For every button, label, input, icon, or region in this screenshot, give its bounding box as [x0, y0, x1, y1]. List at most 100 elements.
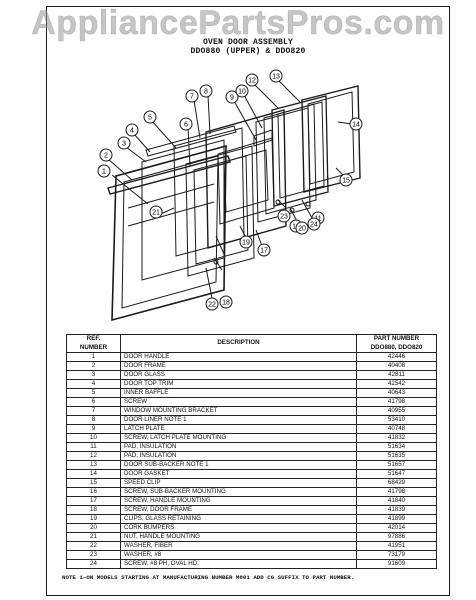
- callout-label: 23: [280, 213, 288, 220]
- ref-number-cell: 6: [66, 397, 121, 407]
- callout-circle: [179, 117, 193, 131]
- col-header-ref-line1: REF.: [86, 335, 101, 343]
- description-cell: DOOR SUB-BACKER NOTE 1: [120, 460, 357, 470]
- description-cell: SCREW, HANDLE MOUNTING: [120, 496, 357, 506]
- part-number-cell: 40748: [356, 424, 437, 434]
- callout-19: 19: [239, 235, 253, 249]
- page-subtitle: DDO880 (UPPER) & DDO820: [190, 47, 306, 56]
- callout-8: 8: [199, 84, 213, 98]
- callout-2: 2: [99, 148, 113, 162]
- ref-number-cell: 19: [66, 514, 121, 524]
- part-number-cell: 41840: [356, 496, 437, 506]
- callout-6: 6: [179, 117, 193, 131]
- callout-label: 17: [260, 247, 268, 254]
- description-cell: WASHER, #8: [120, 550, 357, 560]
- callout-circle: [269, 69, 283, 83]
- sub-backer-drawing: [271, 95, 329, 207]
- description-cell: SCREW, LATCH PLATE MOUNTING: [120, 433, 357, 443]
- callout-1: 1: [97, 164, 111, 178]
- ref-number-cell: 11: [66, 442, 121, 452]
- description-cell: SCREW, #8 PH, OVAL HD.: [120, 559, 357, 569]
- parts-table: REF. NUMBER DESCRIPTION PART NUMBER DDO8…: [66, 334, 437, 569]
- part-number-cell: 51647: [356, 469, 437, 479]
- part-number-cell: 51635: [356, 451, 437, 461]
- callout-12: 12: [245, 73, 259, 87]
- part-number-cell: 41798: [356, 397, 437, 407]
- ref-number-cell: 7: [66, 406, 121, 416]
- callout-label: 22: [208, 301, 216, 308]
- callout-circle: [257, 243, 271, 257]
- ref-number-cell: 1: [66, 352, 121, 362]
- part-number-cell: 41832: [356, 433, 437, 443]
- callout-label: 21: [152, 209, 160, 216]
- description-cell: CLIPS, GLASS RETAINING: [120, 514, 357, 524]
- callout-22: 22: [205, 297, 219, 311]
- description-cell: DOOR GASKET: [120, 469, 357, 479]
- ref-number-cell: 17: [66, 496, 121, 506]
- part-number-cell: 73179: [356, 550, 437, 560]
- part-number-cell: 42811: [356, 370, 437, 380]
- part-number-cell: 42014: [356, 523, 437, 533]
- col-header-part: PART NUMBER DDO880, DDO820: [356, 334, 437, 353]
- part-number-cell: 68429: [356, 478, 437, 488]
- door-gasket-drawing: [301, 85, 361, 193]
- callout-circle: [245, 73, 259, 87]
- callout-24: 24: [307, 217, 321, 231]
- ref-number-cell: 5: [66, 388, 121, 398]
- ref-number-cell: 22: [66, 541, 121, 551]
- callout-label: 18: [222, 299, 230, 306]
- ref-number-cell: 4: [66, 379, 121, 389]
- ref-number-cell: 21: [66, 532, 121, 542]
- callout-label: 14: [352, 121, 360, 128]
- part-number-cell: 41899: [356, 514, 437, 524]
- part-number-cell: 53410: [356, 415, 437, 425]
- ref-number-cell: 10: [66, 433, 121, 443]
- callout-circle: [97, 164, 111, 178]
- col-header-ref: REF. NUMBER: [66, 334, 121, 353]
- callout-label: 1: [102, 168, 106, 175]
- callout-circle: [307, 217, 321, 231]
- callout-21: 21: [149, 205, 163, 219]
- ref-number-cell: 18: [66, 505, 121, 515]
- callout-label: 19: [242, 239, 250, 246]
- ref-number-cell: 16: [66, 487, 121, 497]
- ref-number-cell: 20: [66, 523, 121, 533]
- callout-circle: [149, 205, 163, 219]
- ref-number-cell: 24: [66, 559, 121, 569]
- callout-circle: [219, 295, 233, 309]
- description-cell: NUT, HANDLE MOUNTING: [120, 532, 357, 542]
- description-cell: LATCH PLATE: [120, 424, 357, 434]
- callout-label: 15: [342, 177, 350, 184]
- callout-circle: [125, 123, 139, 137]
- ref-number-cell: 3: [66, 370, 121, 380]
- callout-circle: [225, 90, 239, 104]
- footnote: NOTE 1—ON MODELS STARTING AT MANUFACTURI…: [62, 574, 355, 581]
- callout-15: 15: [339, 173, 353, 187]
- callout-14: 14: [349, 117, 363, 131]
- part-number-cell: 51657: [356, 460, 437, 470]
- description-cell: DOOR HANDLE: [120, 352, 357, 362]
- callout-circle: [185, 89, 199, 103]
- callout-circle: [277, 209, 291, 223]
- callout-7: 7: [185, 89, 199, 103]
- callout-label: 4: [130, 127, 134, 134]
- callout-4: 4: [125, 123, 139, 137]
- callout-17: 17: [257, 243, 271, 257]
- callout-label: 9: [230, 94, 234, 101]
- description-cell: DOOR GLASS: [120, 370, 357, 380]
- callout-circle: [117, 136, 131, 150]
- callout-circle: [199, 84, 213, 98]
- ref-number-cell: 14: [66, 469, 121, 479]
